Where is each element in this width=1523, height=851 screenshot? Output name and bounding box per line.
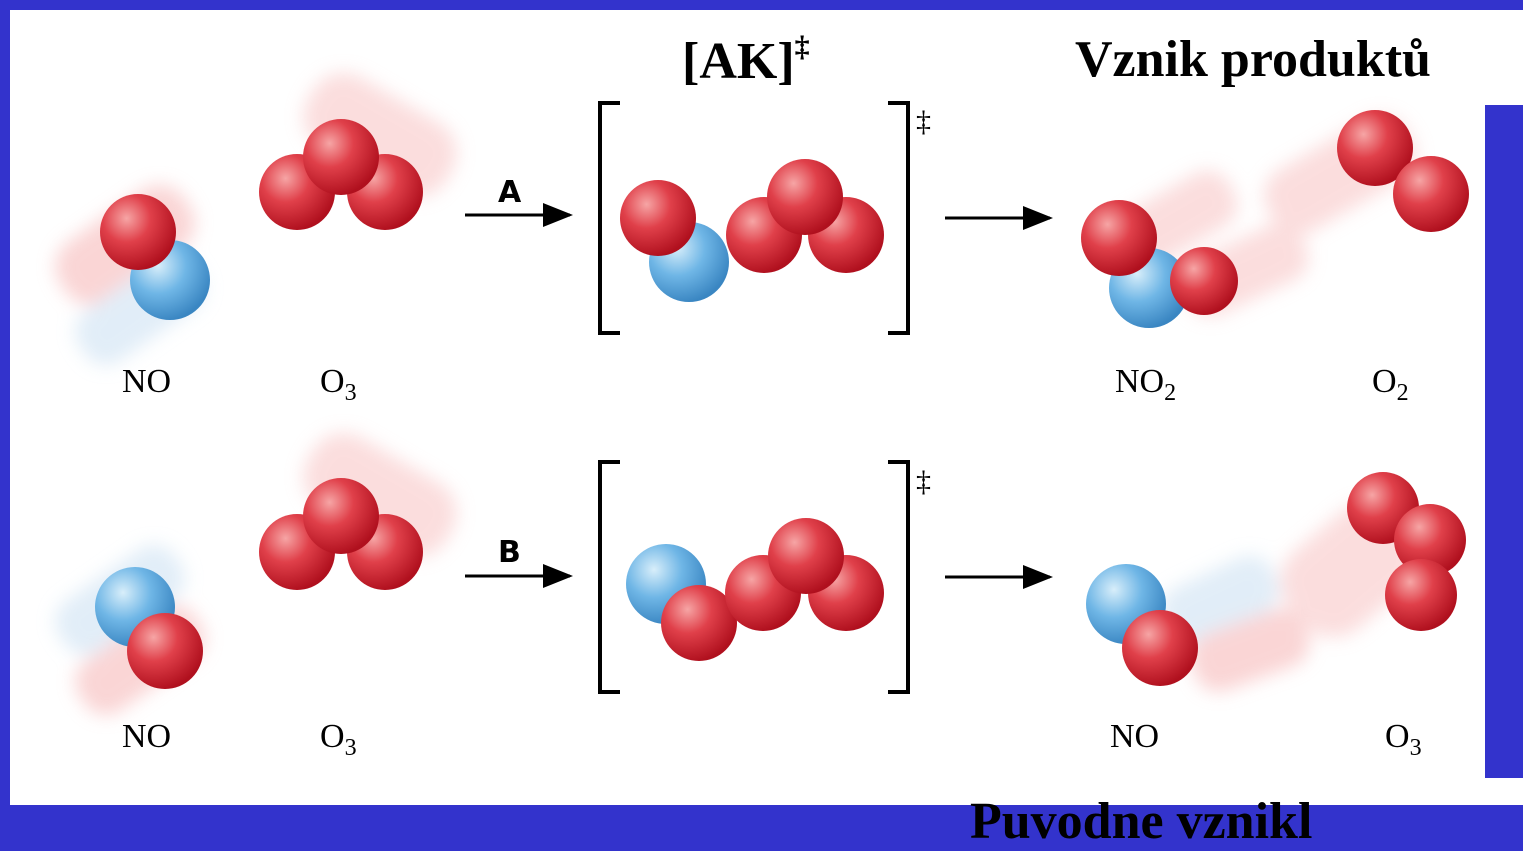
path-a-label: A	[498, 175, 522, 210]
oxygen-atom	[1337, 110, 1413, 186]
oxygen-atom	[1122, 610, 1198, 686]
oxygen-atom	[767, 159, 843, 235]
slide-side-bar	[1485, 105, 1523, 778]
row-a-o3-molecule	[259, 119, 423, 230]
label-o2-product: O2	[1372, 363, 1409, 406]
label-no-reactant-b: NO	[122, 718, 172, 755]
label-o3-reactant-b: O3	[320, 718, 357, 761]
row-b-no-molecule	[95, 567, 203, 689]
right-bracket	[888, 460, 910, 694]
label-no-reactant-a: NO	[122, 363, 172, 400]
oxygen-atom	[768, 518, 844, 594]
reaction-diagram	[55, 73, 1469, 715]
oxygen-atom	[1393, 156, 1469, 232]
no2-molecule	[1081, 200, 1238, 328]
label-no2-product: NO2	[1115, 363, 1177, 406]
oxygen-atom	[127, 613, 203, 689]
oxygen-atom	[1385, 559, 1457, 631]
path-b-label: B	[498, 535, 521, 570]
oxygen-atom	[303, 478, 379, 554]
bracket-dagger-b: ‡	[916, 465, 931, 498]
right-bracket	[888, 101, 910, 335]
label-o3-product: O3	[1385, 718, 1422, 761]
products-title: Vznik produktů	[1075, 31, 1431, 88]
oxygen-atom	[100, 194, 176, 270]
row-a-no-molecule	[100, 194, 210, 320]
activated-complex-title: [AK]‡	[682, 30, 810, 90]
oxygen-atom	[1081, 200, 1157, 276]
oxygen-atom	[620, 180, 696, 256]
oxygen-atom	[661, 585, 737, 661]
motion-trails	[55, 73, 1420, 715]
bottom-title-cut-off: Puvodne vznikl	[970, 793, 1313, 850]
activated-complex-a	[620, 159, 884, 302]
oxygen-atom	[1394, 504, 1466, 576]
bracket-dagger-a: ‡	[916, 105, 931, 138]
activated-complex-b	[626, 518, 884, 661]
row-b-o3-molecule	[259, 478, 423, 590]
product-o3-molecule	[1347, 472, 1466, 631]
o2-molecule	[1337, 110, 1469, 232]
oxygen-atom	[1170, 247, 1238, 315]
oxygen-atom	[303, 119, 379, 195]
label-o3-reactant-a: O3	[320, 363, 357, 406]
left-bracket	[598, 101, 620, 335]
diagram-panel: [AK]‡ Vznik produktů A B ‡ ‡ NO O3 NO2 O…	[10, 10, 1523, 805]
left-bracket	[598, 460, 620, 694]
label-no-product: NO	[1110, 718, 1160, 755]
product-no-molecule	[1086, 564, 1198, 686]
